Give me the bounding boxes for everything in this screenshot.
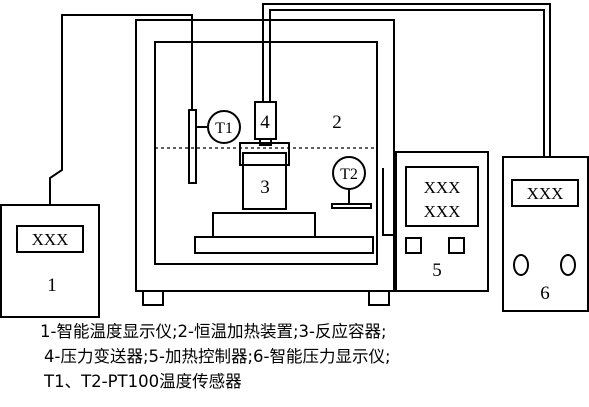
reactor-lid xyxy=(239,142,290,166)
instrument-1-display xyxy=(16,225,84,253)
t2-label: T2 xyxy=(340,166,358,183)
instrument-6-display-text: XXX xyxy=(527,184,564,203)
controller-5-display-line1: XXX xyxy=(424,178,461,197)
instrument-1-box xyxy=(0,204,100,318)
controller-5-number: 5 xyxy=(432,260,442,281)
heater-bottom-rail xyxy=(194,236,374,254)
reactor-body xyxy=(242,152,287,210)
controller-5-display-line2: XXX xyxy=(424,202,461,221)
thermostat-inner-box xyxy=(154,41,378,265)
wire-instrument1-to-T1 xyxy=(49,14,193,205)
t1-probe-rod xyxy=(188,109,197,184)
instrument-6-display xyxy=(511,179,579,207)
t1-gauge-circle xyxy=(207,110,241,144)
wire-controller-to-chamber xyxy=(382,168,396,236)
instrument-6-knob-right xyxy=(560,254,576,276)
wire-transmitter-to-instrument6-outer xyxy=(262,3,551,157)
transmitter-stem xyxy=(259,138,272,146)
instrument-6-knob-left xyxy=(513,254,529,276)
reactor-number: 3 xyxy=(260,177,270,198)
caption-line-1: 1-智能温度显示仪;2-恒温加热装置;3-反应容器; xyxy=(40,322,387,341)
instrument-6-number: 6 xyxy=(540,283,550,304)
instrument-1-number: 1 xyxy=(47,275,57,296)
controller-5-button-left xyxy=(405,237,422,254)
caption-line-3: T1、T2-PT100温度传感器 xyxy=(44,372,242,391)
thermostat-outer-box xyxy=(135,19,395,292)
controller-5-button-right xyxy=(448,237,465,254)
controller-5-display xyxy=(405,166,479,227)
instrument-6-box xyxy=(502,156,589,312)
wire-transmitter-to-instrument6-inner xyxy=(269,9,545,157)
thermostat-foot-right xyxy=(368,291,390,306)
t1-label: T1 xyxy=(215,120,233,137)
instrument-1-display-text: XXX xyxy=(32,230,69,249)
thermostat-number: 2 xyxy=(332,112,342,133)
controller-5-box xyxy=(395,151,489,292)
caption-line-2: 4-压力变送器;5-加热控制器;6-智能压力显示仪; xyxy=(44,347,391,366)
heater-base-plate xyxy=(212,212,316,238)
t2-probe-rod xyxy=(331,203,372,209)
transmitter-number: 4 xyxy=(260,112,270,133)
apparatus-diagram: XXX 1 2 3 4 T1 T2 XXX XXX 5 XXX 6 xyxy=(0,3,589,318)
thermostat-foot-left xyxy=(142,291,164,306)
